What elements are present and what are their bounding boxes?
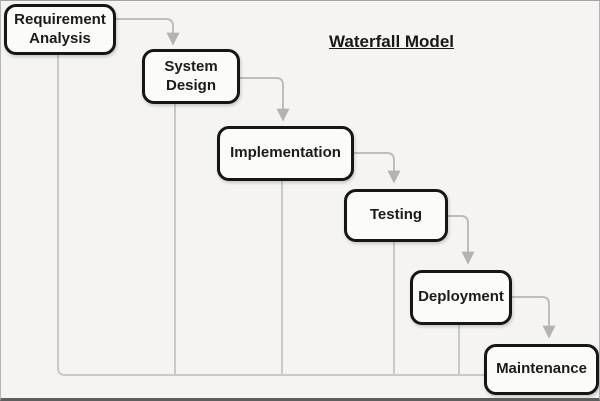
- feedback-rail-line: [57, 55, 484, 376]
- diagram-title: Waterfall Model: [329, 32, 454, 51]
- stage-box-requirement-analysis: Requirement Analysis: [4, 4, 116, 55]
- connector-implementation-to-testing: [354, 152, 401, 184]
- stage-box-maintenance: Maintenance: [484, 344, 599, 395]
- stage-label: Maintenance: [496, 360, 587, 378]
- connector-deployment-to-maintenance: [512, 296, 556, 339]
- stage-label: Deployment: [418, 288, 504, 306]
- stage-label: System Design: [164, 58, 218, 94]
- stage-label: Testing: [369, 206, 423, 224]
- stage-box-implementation: Implementation: [217, 126, 354, 181]
- connector-testing-to-deployment: [448, 215, 475, 265]
- connector-requirement-to-design: [116, 18, 180, 46]
- stage-label: Implementation: [230, 144, 341, 162]
- stage-label: Requirement Analysis: [14, 11, 106, 47]
- stage-box-testing: Testing: [344, 189, 448, 242]
- stage-box-system-design: System Design: [142, 49, 240, 104]
- connector-design-to-implementation: [240, 77, 290, 122]
- stage-box-deployment: Deployment: [410, 270, 512, 325]
